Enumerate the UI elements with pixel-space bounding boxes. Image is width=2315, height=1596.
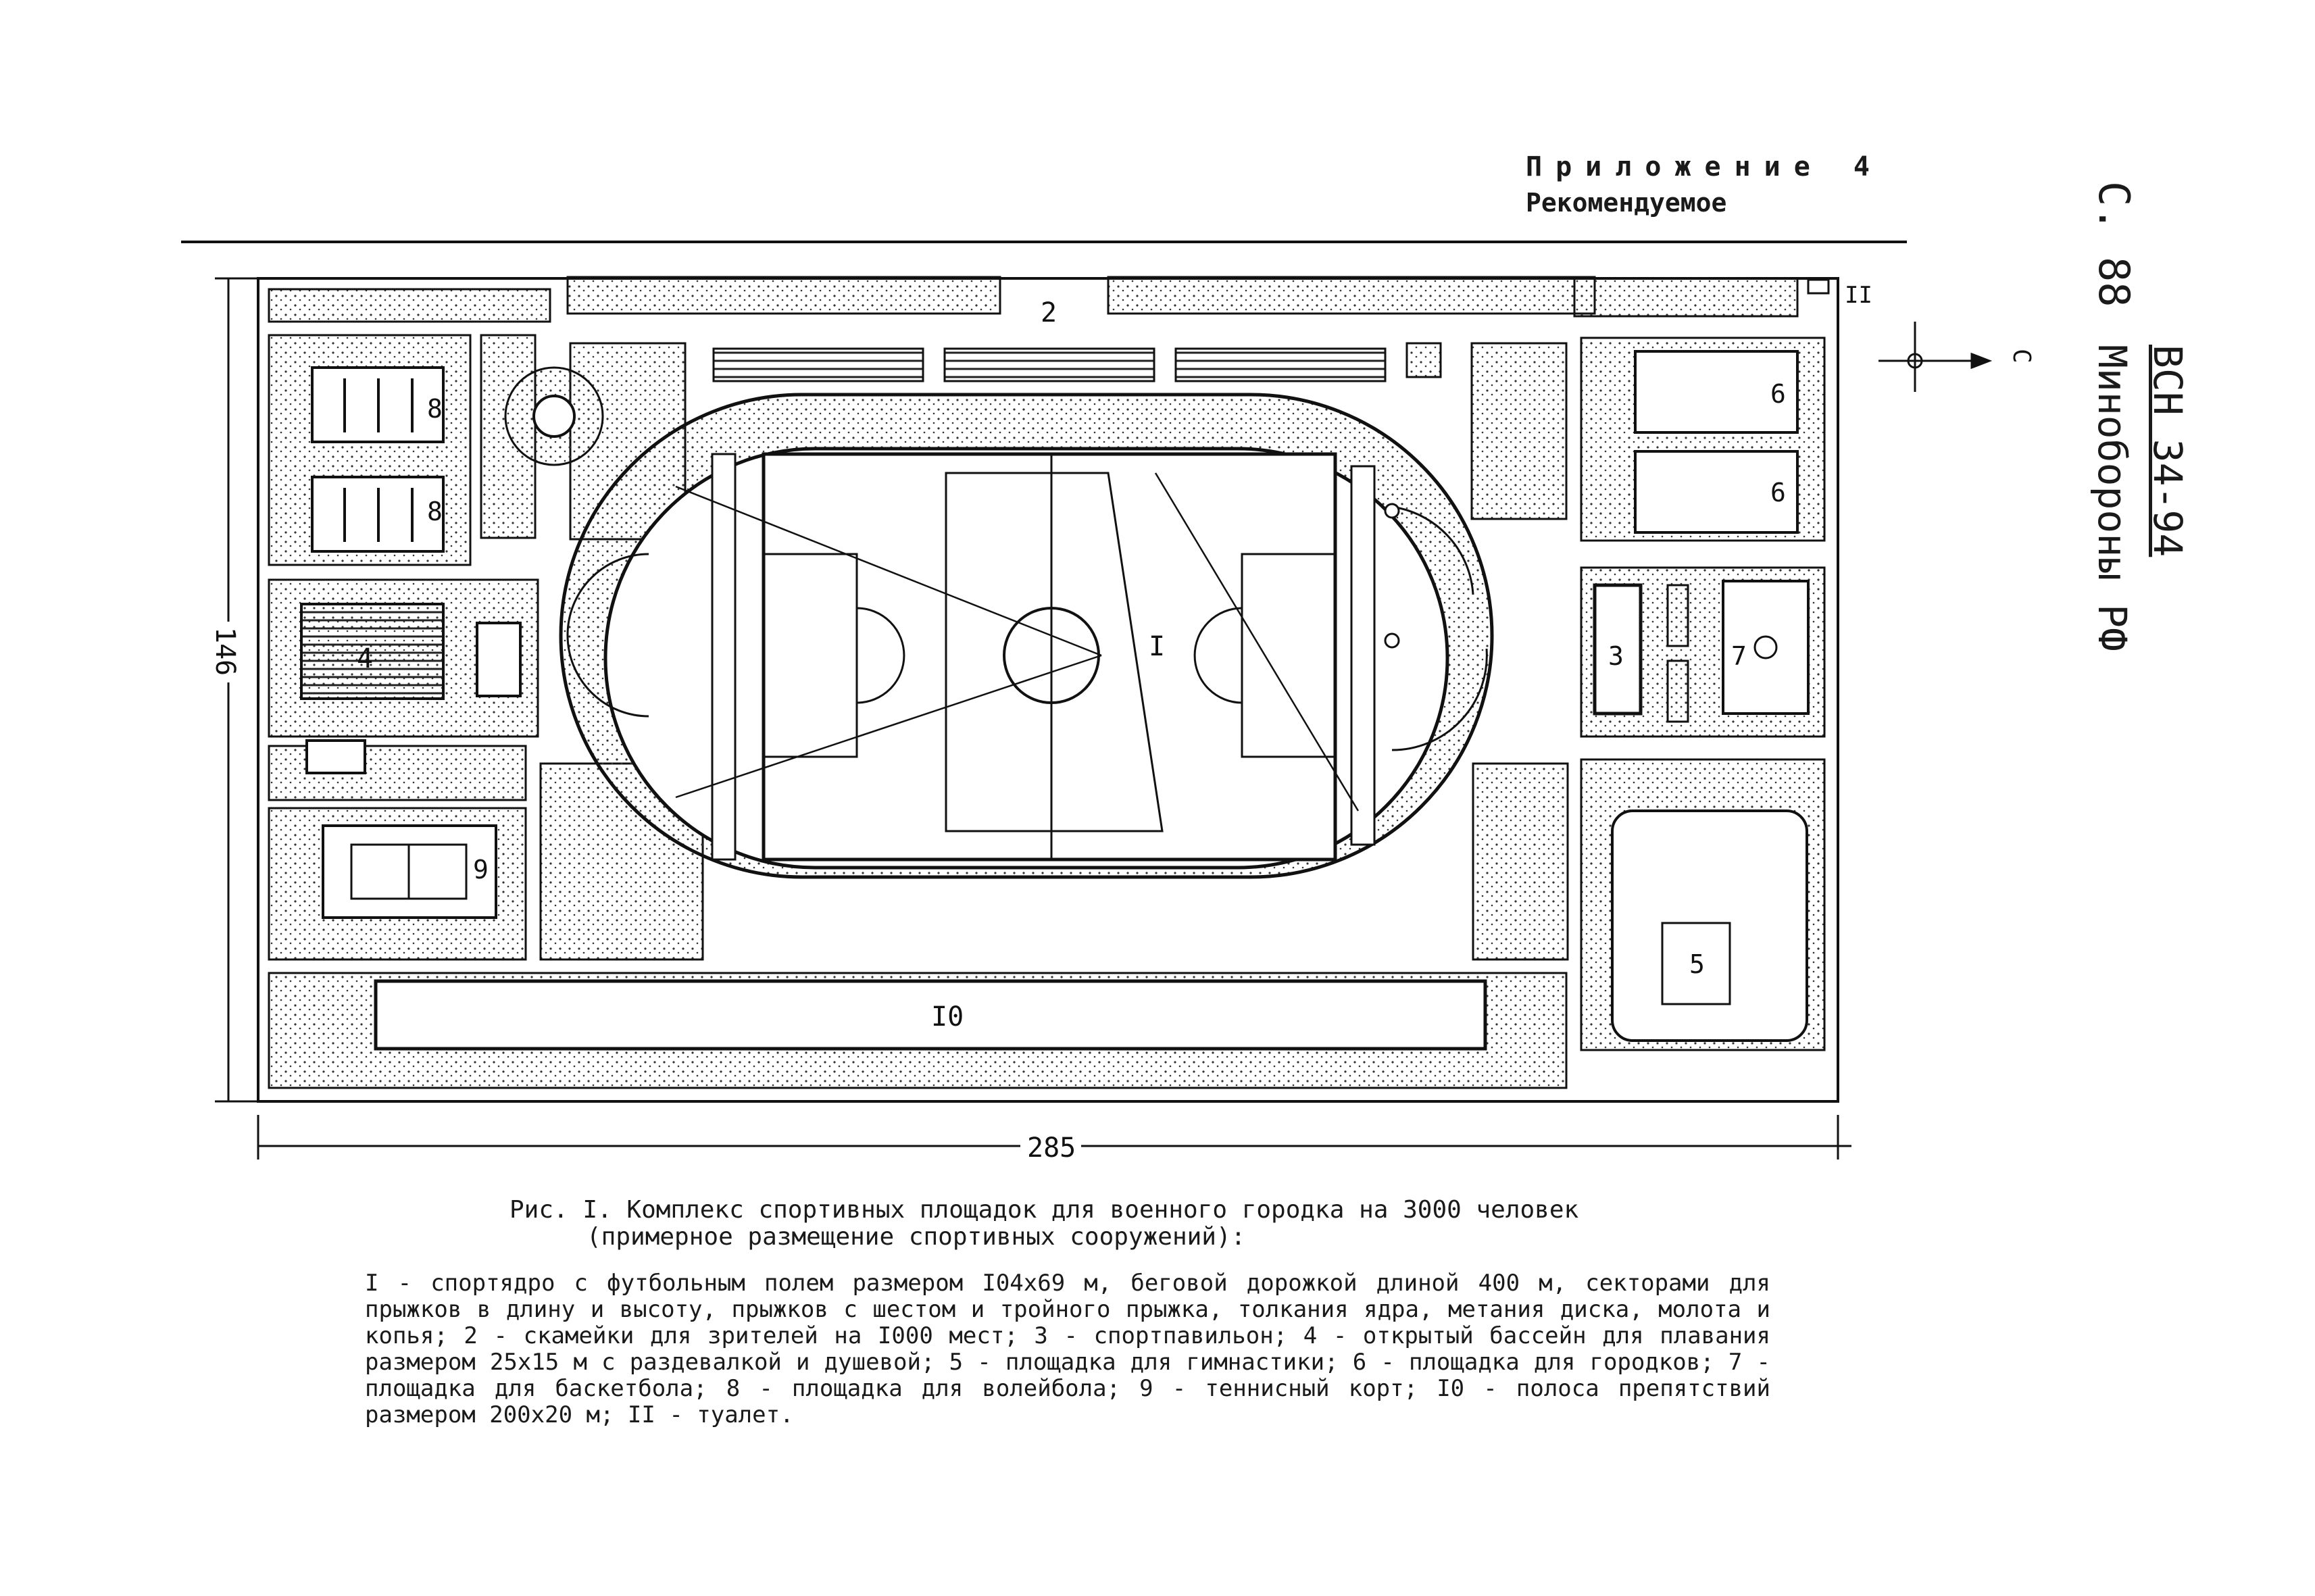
label-toilet: II <box>1845 282 1872 309</box>
label-basketball: 7 <box>1731 641 1747 671</box>
figure-caption-subtitle: (примерное размещение спортивных сооруже… <box>587 1223 1246 1251</box>
fountain-icon <box>532 395 576 438</box>
obstacle-course <box>374 979 1487 1051</box>
swimming-pool <box>300 603 445 700</box>
label-tennis: 9 <box>473 855 489 884</box>
figure-caption-title: Рис. I. Комплекс спортивных площадок для… <box>509 1196 1579 1224</box>
small-building <box>305 739 366 774</box>
label-volleyball: 8 <box>427 394 443 424</box>
label-obstacle: I0 <box>931 1001 964 1032</box>
toilet <box>1807 278 1830 295</box>
pool-changing-room <box>476 622 522 697</box>
label-benches: 2 <box>1041 297 1057 328</box>
basketball-court <box>1722 580 1810 715</box>
label-pavilion: 3 <box>1608 641 1624 671</box>
dimension-width: 285 <box>1027 1132 1076 1164</box>
appendix-title: Приложение 4 <box>1526 151 1883 182</box>
gorodki-court <box>1634 450 1799 534</box>
gorodki-court <box>1634 350 1799 434</box>
label-pool: 4 <box>357 643 373 674</box>
north-arrow-icon <box>1878 322 1993 392</box>
site-boundary <box>257 277 1839 1103</box>
sports-pavilion <box>1593 583 1643 716</box>
label-gymnastics: 5 <box>1689 949 1705 979</box>
north-label: С <box>2008 349 2035 364</box>
appendix-status: Рекомендуемое <box>1526 188 1727 218</box>
throwing-sector <box>945 472 1164 832</box>
dimension-height: 146 <box>209 627 241 676</box>
label-stadium: I <box>1149 631 1165 662</box>
volleyball-courts <box>311 366 445 553</box>
figure-legend: I - спортядро с футбольным полем размеро… <box>365 1270 1770 1428</box>
spectator-benches <box>712 347 1387 382</box>
label-gorodki: 6 <box>1770 478 1786 507</box>
football-field <box>762 452 1337 862</box>
label-gorodki: 6 <box>1770 379 1786 409</box>
label-volleyball: 8 <box>427 497 443 526</box>
site-plan-drawing: 8 8 4 9 2 I 6 6 3 7 <box>181 241 2035 1164</box>
